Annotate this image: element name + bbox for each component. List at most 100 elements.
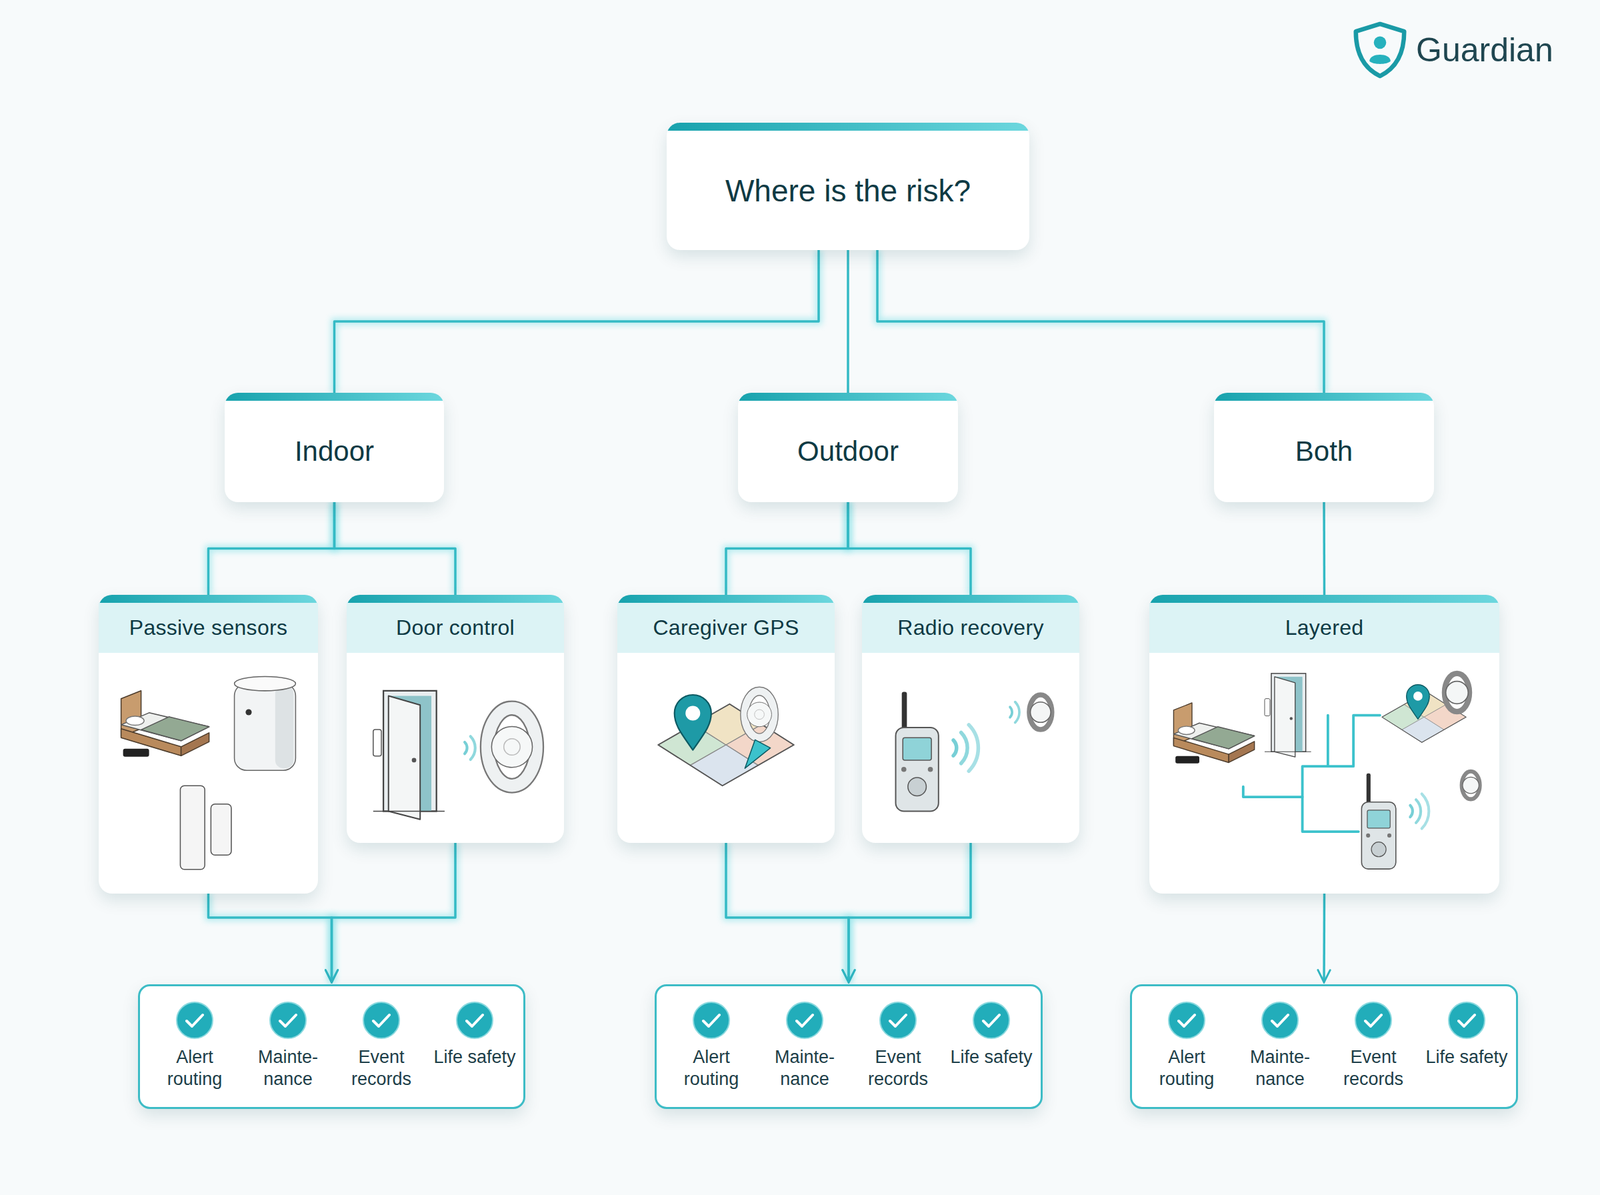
sensor-shade xyxy=(275,685,294,768)
signal-waves xyxy=(464,736,476,760)
contact-part xyxy=(180,785,205,870)
tag-center xyxy=(754,709,765,720)
bed-icon xyxy=(1173,702,1254,764)
check-icon xyxy=(1447,1000,1486,1040)
tag-center xyxy=(504,738,520,755)
radio-body xyxy=(896,727,939,812)
tag-strap xyxy=(1444,673,1470,712)
check-item: Mainte- nance xyxy=(1233,1000,1327,1090)
sensor-top xyxy=(234,676,296,690)
connector-glow xyxy=(1320,502,1328,595)
signal-waves xyxy=(953,724,978,771)
door-knob xyxy=(1290,716,1293,720)
tag-face xyxy=(491,726,532,767)
radio-button xyxy=(1387,833,1392,838)
check-item: Life safety xyxy=(1420,1000,1514,1068)
map-quadrant xyxy=(1402,716,1444,742)
bed-pillow xyxy=(1178,726,1195,734)
brand-name: Guardian xyxy=(1416,30,1554,70)
icon-part xyxy=(1192,726,1255,749)
sensor-body xyxy=(234,683,296,770)
question-box: Where is the risk? xyxy=(666,122,1030,250)
door-knob xyxy=(412,758,417,763)
check-circle xyxy=(1448,1002,1485,1038)
link-line xyxy=(1328,715,1380,767)
radio-button xyxy=(928,766,934,772)
radio-screen xyxy=(902,737,932,760)
check-icon xyxy=(1260,1000,1300,1040)
check-label: Event records xyxy=(851,1046,945,1090)
door-sensor xyxy=(1264,698,1270,716)
bed-icon xyxy=(121,690,210,757)
logo-shield xyxy=(1353,21,1407,79)
check-circle xyxy=(786,1002,823,1038)
check-circle xyxy=(456,1002,493,1038)
option-card: Passive sensors xyxy=(98,594,318,894)
option-card: Layered xyxy=(1149,594,1500,894)
check-mark xyxy=(1365,1014,1382,1026)
connector-glow xyxy=(844,250,852,393)
wave-arc xyxy=(953,740,957,756)
check-mark xyxy=(703,1014,720,1026)
tag-strap xyxy=(1029,694,1052,730)
connector-glow xyxy=(848,842,971,982)
check-item: Alert routing xyxy=(1140,1000,1234,1090)
check-label: Alert routing xyxy=(664,1046,758,1090)
icon-part xyxy=(141,716,210,741)
check-item: Alert routing xyxy=(148,1000,242,1090)
check-mark xyxy=(373,1014,390,1026)
band xyxy=(487,708,536,786)
check-label: Life safety xyxy=(1420,1046,1514,1068)
check-circle xyxy=(973,1002,1010,1038)
door-panel xyxy=(1274,676,1296,757)
tag-strap xyxy=(1462,771,1480,800)
location-pin xyxy=(674,694,712,750)
check-circle xyxy=(176,1002,213,1038)
floor-line xyxy=(1264,751,1312,752)
check-label: Event records xyxy=(1326,1046,1420,1090)
signal-waves xyxy=(1410,793,1429,828)
check-mark xyxy=(466,1014,483,1026)
tag-face xyxy=(1030,702,1052,723)
card-title: Door control xyxy=(346,602,564,653)
card-title: Radio recovery xyxy=(862,602,1080,653)
check-item: Alert routing xyxy=(664,1000,758,1090)
radio-button xyxy=(1366,833,1370,838)
check-mark xyxy=(1458,1014,1475,1026)
connector-glow xyxy=(848,502,971,595)
wave-arc xyxy=(1416,799,1421,823)
check-circle xyxy=(1355,1002,1392,1038)
check-label: Alert routing xyxy=(148,1046,242,1090)
tag-icon xyxy=(1444,673,1470,712)
check-label: Alert routing xyxy=(1140,1046,1234,1090)
check-mark xyxy=(280,1014,296,1026)
connector xyxy=(848,502,971,595)
connector-glow xyxy=(726,502,848,595)
check-label: Life safety xyxy=(944,1046,1038,1068)
check-icon xyxy=(692,1000,731,1040)
radio-dial xyxy=(908,777,927,796)
check-item: Life safety xyxy=(944,1000,1038,1068)
icon-part xyxy=(121,712,210,741)
check-label: Mainte- nance xyxy=(241,1046,335,1090)
check-item: Event records xyxy=(851,1000,945,1090)
connector xyxy=(332,842,456,982)
branch-box: Outdoor xyxy=(738,392,958,502)
check-mark xyxy=(1272,1014,1288,1026)
bed-pad xyxy=(123,748,150,757)
check-mark xyxy=(983,1014,1000,1026)
branch-label: Indoor xyxy=(294,435,374,468)
connector xyxy=(726,842,849,982)
connector-glow xyxy=(334,502,456,595)
door-icon xyxy=(1264,673,1312,757)
band xyxy=(487,708,536,786)
shield-outline xyxy=(1356,24,1405,76)
radio-icon xyxy=(1361,773,1396,869)
pin-hole xyxy=(685,706,700,721)
check-icon xyxy=(362,1000,401,1040)
wave-arc xyxy=(1015,702,1020,723)
check-icon xyxy=(1354,1000,1393,1040)
check-label: Life safety xyxy=(428,1046,522,1068)
tag-icon xyxy=(1029,694,1052,730)
